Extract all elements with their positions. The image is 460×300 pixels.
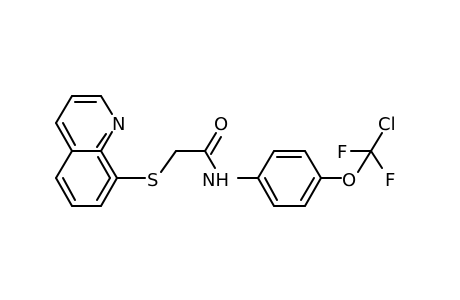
- atom-f-right: F: [385, 170, 395, 191]
- atom-nh: NH: [202, 170, 229, 191]
- bond-c4a-c4: [55, 122, 73, 152]
- atom-n-ring: N: [112, 114, 125, 135]
- bond-c-f-right: [370, 150, 383, 169]
- bond-c5-c6: [55, 177, 73, 207]
- atom-o-ether: O: [342, 170, 356, 191]
- bond-c-cl: [370, 132, 383, 152]
- bond-carbonyl-o-2: [210, 136, 222, 155]
- bond-c8-c8a: [100, 150, 118, 179]
- atom-f-left: F: [337, 142, 347, 163]
- bond-carbonyl-o: [204, 132, 217, 152]
- atom-labels: N S O NH O Cl F F: [112, 114, 396, 191]
- bond-ar4-ar5: [304, 177, 322, 207]
- bond-ar6-ar1: [257, 177, 275, 207]
- bond-ar3-ar4: [304, 150, 322, 179]
- bond-c4-c4a-inner: [62, 122, 76, 146]
- atom-cl: Cl: [378, 114, 396, 135]
- bond-carbonyl-n: [204, 150, 216, 169]
- bond-ar6-ar1-inner: [264, 177, 278, 201]
- atom-s: S: [147, 170, 158, 191]
- atom-o-carbonyl: O: [214, 114, 228, 135]
- bond-c4a-c5: [55, 150, 73, 179]
- bond-c3-c4: [55, 95, 73, 124]
- bond-c5-c6-inner: [62, 177, 76, 201]
- bond-c7-c8: [100, 177, 118, 207]
- bond-o-cf2: [357, 150, 372, 173]
- bond-n1-c8a: [100, 131, 113, 152]
- bond-c8-c8a-inner: [97, 156, 111, 179]
- bonds: [55, 95, 383, 207]
- bond-c7-c8-inner: [96, 177, 111, 201]
- bond-ar1-ar2: [257, 150, 275, 179]
- bond-n1-c8a-inner: [96, 133, 107, 148]
- bond-c2-n1: [100, 95, 113, 115]
- bond-ar4-ar5-inner: [300, 177, 315, 201]
- bond-s-ch2: [160, 150, 177, 173]
